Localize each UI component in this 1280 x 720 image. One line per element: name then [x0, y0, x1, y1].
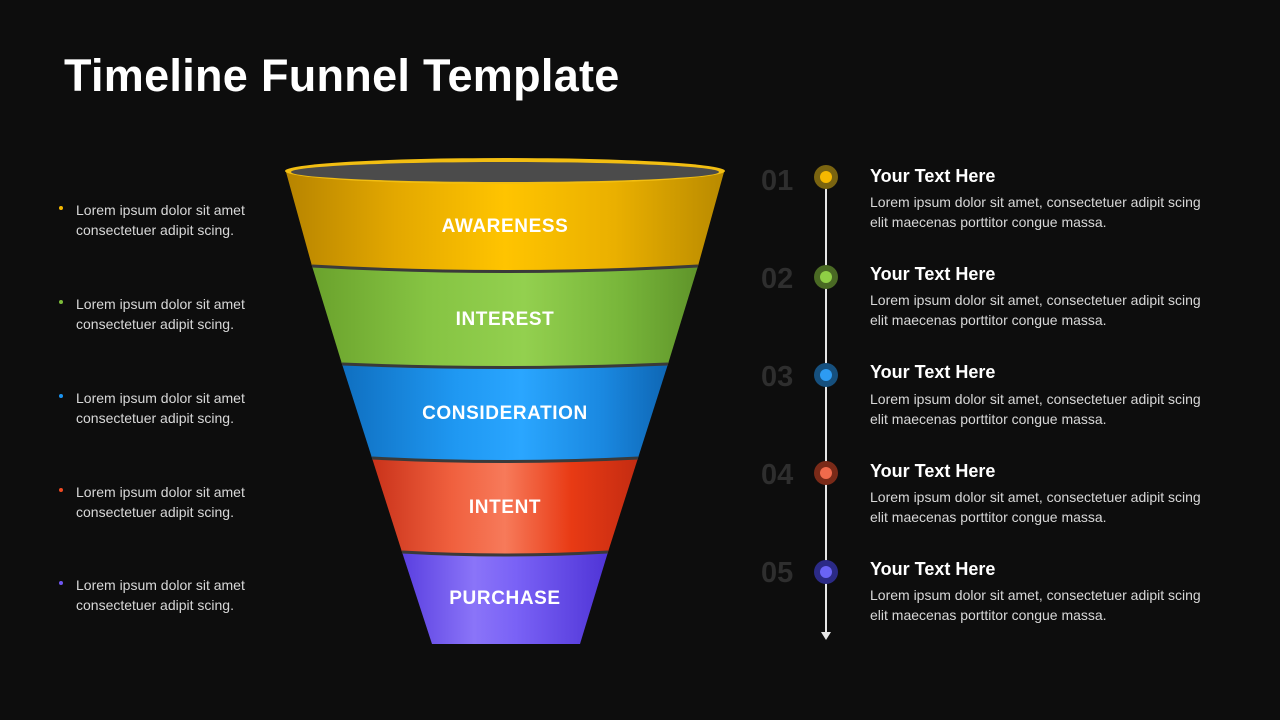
- timeline-arrow-icon: [821, 632, 831, 640]
- step-heading: Your Text Here: [870, 559, 1210, 580]
- stage-label-intent: INTENT: [469, 497, 541, 518]
- step-body: Lorem ipsum dolor sit amet, consectetuer…: [870, 192, 1210, 232]
- step-heading: Your Text Here: [870, 166, 1210, 187]
- step-body: Lorem ipsum dolor sit amet, consectetuer…: [870, 389, 1210, 429]
- step-body: Lorem ipsum dolor sit amet, consectetuer…: [870, 487, 1210, 527]
- step-number: 05: [761, 557, 801, 590]
- funnel-top-opening: [291, 162, 719, 182]
- stage-label-awareness: AWARENESS: [442, 216, 569, 237]
- stage-label-purchase: PURCHASE: [449, 588, 560, 609]
- step-body: Lorem ipsum dolor sit amet, consectetuer…: [870, 290, 1210, 330]
- step-number: 03: [761, 361, 801, 394]
- step-heading: Your Text Here: [870, 461, 1210, 482]
- timeline-dot-icon: [814, 461, 838, 485]
- step-number: 02: [761, 263, 801, 296]
- step-body: Lorem ipsum dolor sit amet, consectetuer…: [870, 585, 1210, 625]
- stage-label-interest: INTEREST: [456, 309, 555, 330]
- step-number: 01: [761, 165, 801, 198]
- step-heading: Your Text Here: [870, 362, 1210, 383]
- step-number: 04: [761, 459, 801, 492]
- timeline-dot-icon: [814, 363, 838, 387]
- step-heading: Your Text Here: [870, 264, 1210, 285]
- timeline-dot-icon: [814, 165, 838, 189]
- stage-label-consideration: CONSIDERATION: [422, 403, 588, 424]
- timeline-dot-icon: [814, 560, 838, 584]
- timeline-dot-icon: [814, 265, 838, 289]
